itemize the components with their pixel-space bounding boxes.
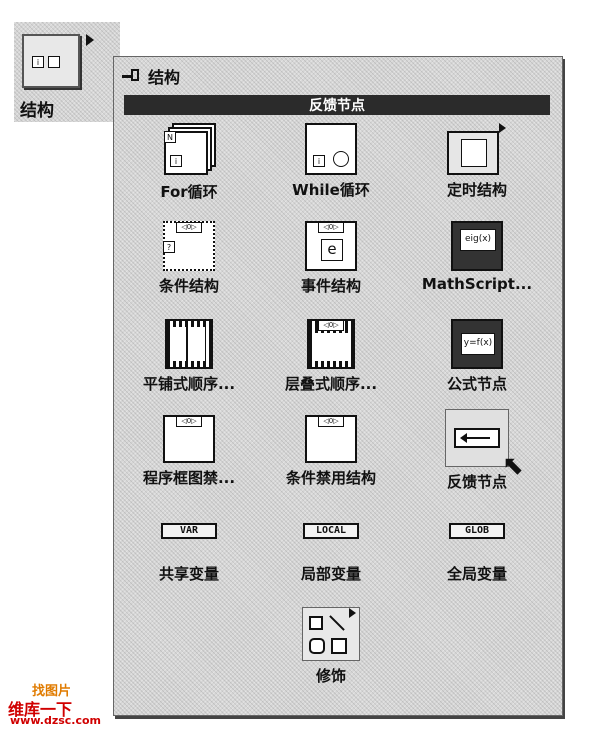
watermark-line1: 找图片 xyxy=(32,684,72,699)
palette-item-for-loop[interactable]: N i For循环 xyxy=(118,123,260,202)
palette-item-local-variable[interactable]: LOCAL 局部变量 xyxy=(260,523,402,584)
watermark-line2: 维库一下 xyxy=(8,700,73,719)
diagram-disable-icon: ◁0▷ xyxy=(163,415,215,463)
palette-item-global-variable[interactable]: GLOB 全局变量 xyxy=(406,523,548,584)
palette-title: 结构 xyxy=(148,68,181,87)
formula-node-icon: y=f(x) xyxy=(451,319,503,369)
palette-item-formula-node[interactable]: y=f(x) 公式节点 xyxy=(406,319,548,394)
case-structure-icon: ◁0▷ ? xyxy=(163,221,215,271)
palette-item-label: 事件结构 xyxy=(300,277,361,295)
mouse-cursor-icon: ⬉ xyxy=(502,451,524,481)
launcher-label: 结构 xyxy=(20,101,54,121)
palette-item-diagram-disable[interactable]: ◁0▷ 程序框图禁... xyxy=(118,415,260,488)
palette-item-label: While循环 xyxy=(292,181,370,199)
palette-item-flat-sequence[interactable]: 平铺式顺序... xyxy=(118,319,260,394)
palette-item-stacked-sequence[interactable]: ◁0▷ 层叠式顺序... xyxy=(260,319,402,394)
palette-item-label: 条件结构 xyxy=(158,277,219,295)
palette-item-shared-variable[interactable]: VAR 共享变量 xyxy=(118,523,260,584)
mathscript-icon: eig(x) xyxy=(451,221,503,271)
flat-sequence-icon xyxy=(165,319,213,369)
for-loop-icon: N i xyxy=(162,123,216,177)
palette-item-label: 定时结构 xyxy=(446,181,507,199)
palette-item-conditional-disable[interactable]: ◁0▷ 条件禁用结构 xyxy=(260,415,402,488)
structures-palette: 结构 反馈节点 N i For循环 i While循环 定时结构 xyxy=(113,56,563,716)
global-variable-icon: GLOB xyxy=(449,523,505,539)
index-terminal-icon: i xyxy=(32,56,44,68)
palette-item-label: 程序框图禁... xyxy=(142,469,236,487)
grid-terminal-icon xyxy=(48,56,60,68)
palette-item-label: 共享变量 xyxy=(158,565,219,583)
palette-item-feedback-node[interactable]: 反馈节点 ⬉ xyxy=(406,409,548,492)
palette-item-label: 局部变量 xyxy=(300,565,361,583)
watermark-url: www.dzsc.com xyxy=(10,714,102,727)
decorations-icon xyxy=(302,607,360,661)
palette-item-mathscript[interactable]: eig(x) MathScript... xyxy=(406,221,548,293)
palette-item-case-structure[interactable]: ◁0▷ ? 条件结构 xyxy=(118,221,260,296)
palette-item-timed-structure[interactable]: 定时结构 xyxy=(406,123,548,200)
palette-item-event-structure[interactable]: ◁0▷ e 事件结构 xyxy=(260,221,402,296)
palette-item-decorations[interactable]: 修饰 xyxy=(260,607,402,686)
palette-item-label: 平铺式顺序... xyxy=(142,375,236,393)
conditional-disable-icon: ◁0▷ xyxy=(305,415,357,463)
palette-item-label: MathScript... xyxy=(421,275,533,293)
palette-item-label: For循环 xyxy=(160,183,218,201)
watermark-logo: 找图片 维库一下 www.dzsc.com xyxy=(6,680,126,728)
palette-item-label: 条件禁用结构 xyxy=(285,469,376,487)
event-structure-icon: ◁0▷ e xyxy=(305,221,357,271)
palette-item-label: 公式节点 xyxy=(446,375,507,393)
tooltip-bar: 反馈节点 xyxy=(124,95,550,115)
palette-item-label: 反馈节点 xyxy=(446,473,507,491)
timed-structure-icon xyxy=(447,123,507,175)
palette-item-while-loop[interactable]: i While循环 xyxy=(260,123,402,200)
palette-item-label: 层叠式顺序... xyxy=(284,375,378,393)
shared-variable-icon: VAR xyxy=(161,523,217,539)
stacked-sequence-icon: ◁0▷ xyxy=(307,319,355,369)
palette-item-label: 修饰 xyxy=(315,667,346,685)
expand-triangle-icon[interactable] xyxy=(86,34,94,46)
palette-item-label: 全局变量 xyxy=(446,565,507,583)
while-loop-icon: i xyxy=(305,123,357,175)
palette-title-row: 结构 xyxy=(122,63,180,89)
pin-icon[interactable] xyxy=(122,69,144,83)
structures-icon[interactable]: i xyxy=(22,34,80,88)
feedback-node-icon xyxy=(445,409,509,467)
structures-palette-launcher[interactable]: i 结构 xyxy=(14,22,120,122)
local-variable-icon: LOCAL xyxy=(303,523,359,539)
